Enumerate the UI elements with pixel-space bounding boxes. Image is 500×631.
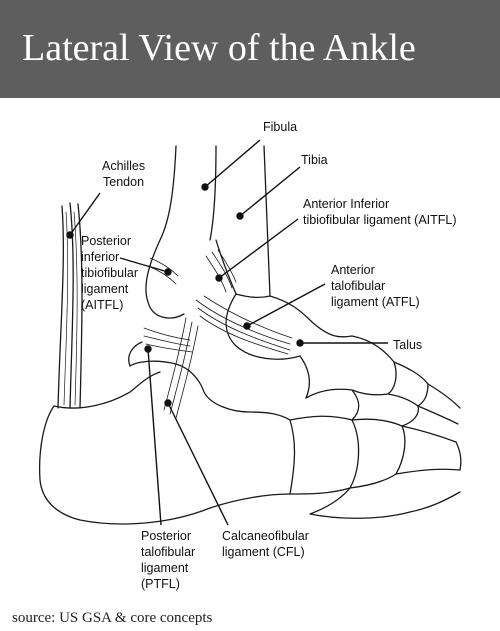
ptfl-marker [144,345,152,353]
label-aitfl-line1: Anterior Inferior [303,197,390,211]
label-atfl-line3: ligament (ATFL) [331,295,420,309]
fibula-bone-shape [145,145,217,319]
label-ptfl-line2: talofibular [141,545,196,559]
label-achilles-line1: Achilles [102,159,146,173]
label-paitfl-line1: Posterior [81,234,132,248]
label-achilles-tendon: Achilles Tendon [102,158,145,190]
ankle-illustration [38,139,462,526]
fibula-marker [201,183,209,191]
label-cfl-line2: ligament (CFL) [222,545,305,559]
label-atfl-line1: Anterior [331,263,375,277]
posterior-aitfl-marker [164,268,172,276]
title-banner: Lateral View of the Ankle [0,0,500,98]
aitfl-anterior-marker [215,274,223,282]
label-anterior-inferior-tibiofibular: Anterior Inferior tibiofibular ligament … [303,196,457,228]
label-ptfl-line3: ligament [141,561,189,575]
label-paitfl-line2: inferior [81,250,120,264]
source-credit: source: US GSA & core concepts [12,610,213,626]
tibia-marker [236,212,244,220]
achilles-marker [66,231,74,239]
label-aitfl-line2: tibiofibular ligament (AITFL) [303,213,457,227]
calcaneus-bone-shape [38,341,296,525]
label-atfl-line2: talofibular [331,279,386,293]
cfl-marker [164,399,172,407]
leader-lines [66,139,388,526]
metatarsals-shape [395,383,462,513]
page-title: Lateral View of the Ankle [22,27,416,69]
label-talus: Talus [393,338,423,352]
label-ptfl-line4: (PTFL) [141,577,180,591]
label-posterior-talofibular: Posterior talofibular ligament (PTFL) [141,528,195,592]
label-achilles-line2: Tendon [103,175,145,189]
label-calcaneofibular: Calcaneofibular ligament (CFL) [222,528,309,560]
label-tibia: Tibia [301,153,328,167]
label-fibula: Fibula [263,120,298,134]
label-posterior-inferior-tibiofibular: Posterior inferior tibiofibular ligament… [81,233,138,313]
label-ptfl-line1: Posterior [141,529,192,543]
label-anterior-talofibular: Anterior talofibular ligament (ATFL) [331,262,420,310]
talus-marker [296,339,304,347]
atfl-marker [243,322,251,330]
label-paitfl-line4: ligament [81,282,129,296]
label-paitfl-line3: tibiofibular [81,266,138,280]
label-cfl-line1: Calcaneofibular [222,529,309,543]
label-paitfl-line5: (AITFL) [81,298,124,312]
ligament-fibers-shape [143,249,293,419]
talus-bone-shape [225,293,353,399]
